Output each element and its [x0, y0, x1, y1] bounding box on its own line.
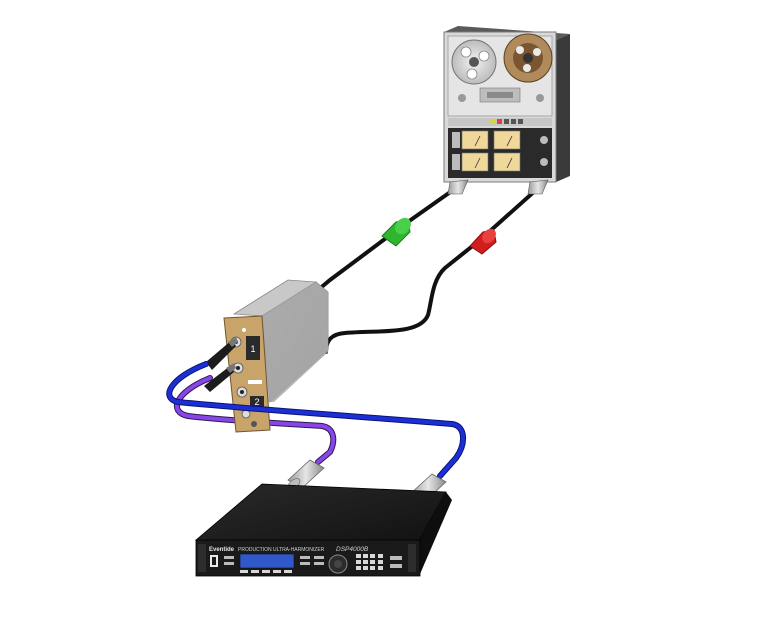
keypad: [356, 554, 383, 570]
model-label: DSP4000B: [336, 546, 369, 553]
xlr-connector-icon: [527, 179, 549, 195]
lcd-display: [239, 553, 295, 569]
ferrite-bead-icon: [381, 217, 411, 247]
reel-icon: [451, 39, 497, 85]
patch-module: 1 2: [204, 279, 329, 433]
xlr-connector-icon: [447, 179, 469, 195]
ferrite-bead-icon: [469, 228, 497, 255]
black-cable-1: [316, 186, 458, 292]
jack-plug-icon: [204, 363, 236, 392]
reel-to-reel-tape-deck: [443, 26, 570, 195]
rack-processor-unit: Eventide PRODUCTION ULTRA-HARMONIZER DSP…: [194, 483, 452, 577]
channel-2-label: 2: [254, 397, 259, 407]
channel-1-label: 1: [250, 344, 255, 354]
unit-title: PRODUCTION ULTRA-HARMONIZER: [238, 547, 325, 553]
brand-label: Eventide: [209, 547, 235, 553]
reel-icon: [503, 33, 553, 83]
black-cable-2: [324, 188, 538, 354]
jack-plug-icon: [206, 337, 238, 370]
blue-cable: [166, 361, 466, 479]
